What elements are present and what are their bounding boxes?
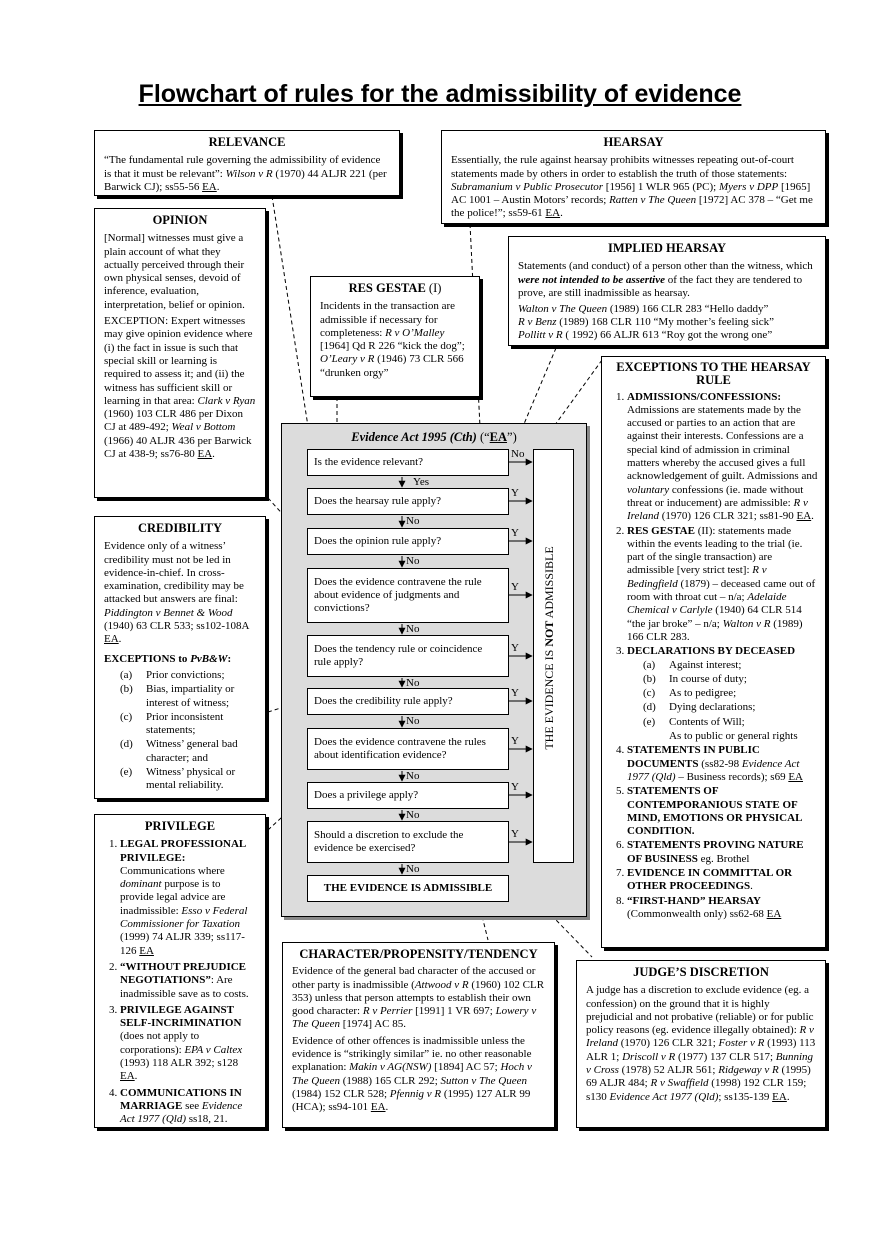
admissible-outcome: THE EVIDENCE IS ADMISSIBLE	[307, 875, 509, 902]
credibility-exception-item: (b)Bias, impartiality or interest of wit…	[120, 683, 235, 709]
question-opinion: Does the opinion rule apply?	[307, 528, 509, 555]
judge-discretion-text: A judge has a discretion to exclude evid…	[586, 984, 816, 1103]
page-title: Flowchart of rules for the admissibility…	[138, 80, 742, 108]
implied-hearsay-case: Walton v The Queen (1989) 166 CLR 283 “H…	[518, 303, 769, 316]
question-hearsay: Does the hearsay rule apply?	[307, 488, 509, 515]
relevance-box: RELEVANCE “The fundamental rule governin…	[94, 130, 400, 196]
label-no: No	[406, 677, 420, 689]
label-no: No	[406, 515, 420, 527]
question-identification: Does the evidence contravene the rules a…	[307, 728, 509, 770]
question-tendency: Does the tendency rule or coincidence ru…	[307, 635, 509, 677]
judge-discretion-heading: JUDGE’S DISCRETION	[633, 965, 769, 979]
implied-hearsay-box: IMPLIED HEARSAY Statements (and conduct)…	[508, 236, 826, 346]
declaration-item: (b)In course of duty;	[643, 672, 747, 685]
exception-item: STATEMENTS OF CONTEMPORANIOUS STATE OF M…	[627, 785, 818, 838]
question-privilege: Does a privilege apply?	[307, 782, 509, 809]
implied-hearsay-case: R v Benz (1989) 168 CLR 110 “My mother’s…	[518, 316, 775, 329]
not-admissible-box: THE EVIDENCE IS NOT ADMISSIBLE	[533, 449, 574, 863]
flow-arrows	[398, 458, 533, 875]
declaration-item: (e)Contents of Will;	[643, 715, 745, 728]
privilege-box: PRIVILEGE LEGAL PROFESSIONAL PRIVILEGE: …	[94, 814, 266, 1128]
label-y: Y	[511, 828, 519, 840]
credibility-text: Evidence only of a witness’ credibility …	[104, 540, 249, 646]
label-no: No	[511, 448, 525, 460]
label-y: Y	[511, 527, 519, 539]
evidence-act-flow: Evidence Act 1995 (Cth) (“EA”) Is the ev…	[281, 423, 587, 917]
opinion-heading: OPINION	[152, 213, 208, 227]
implied-hearsay-text: Statements (and conduct) of a person oth…	[518, 260, 813, 299]
relevance-text: “The fundamental rule governing the admi…	[104, 154, 387, 193]
opinion-para1: [Normal] witnesses must give a plain acc…	[104, 232, 245, 311]
res-gestae-text: Incidents in the transaction are admissi…	[320, 300, 465, 379]
line-relevance	[271, 195, 313, 453]
label-y: Y	[511, 735, 519, 747]
declaration-item: (c)As to pedigree;	[643, 687, 737, 700]
label-no: No	[406, 555, 420, 567]
character-heading: CHARACTER/PROPENSITY/TENDENCY	[299, 947, 538, 961]
exception-item: ADMISSIONS/CONFESSIONS: Admissions are s…	[627, 391, 818, 524]
privilege-item: LEGAL PROFESSIONAL PRIVILEGE: Communicat…	[120, 838, 256, 958]
privilege-item: “WITHOUT PREJUDICE NEGOTIATIONS”: Are in…	[120, 961, 256, 1001]
label-no: No	[406, 715, 420, 727]
label-y: Y	[511, 581, 519, 593]
credibility-exception-item: (a)Prior convictions;	[120, 668, 225, 681]
privilege-item: PRIVILEGE AGAINST SELF-INCRIMINATION (do…	[120, 1004, 256, 1084]
relevance-heading: RELEVANCE	[208, 135, 286, 149]
exception-item: STATEMENTS PROVING NATURE OF BUSINESS eg…	[627, 839, 818, 866]
label-no: No	[406, 863, 420, 875]
exception-item: DECLARATIONS BY DECEASED (a)Against inte…	[627, 645, 818, 743]
implied-hearsay-heading: IMPLIED HEARSAY	[608, 241, 726, 255]
implied-hearsay-case: Pollitt v R ( 1992) 66 ALJR 613 “Roy got…	[518, 329, 773, 342]
label-no: No	[406, 809, 420, 821]
privilege-heading: PRIVILEGE	[144, 819, 216, 833]
label-y: Y	[511, 642, 519, 654]
evidence-act-title: Evidence Act 1995 (Cth) (“EA”)	[351, 430, 517, 444]
declaration-item: (a)Against interest;	[643, 658, 742, 671]
hearsay-box: HEARSAY Essentially, the rule against he…	[441, 130, 826, 224]
res-gestae-heading: RES GESTAE (I)	[348, 281, 442, 295]
res-gestae-box: RES GESTAE (I) Incidents in the transact…	[310, 276, 480, 397]
question-judgments: Does the evidence contravene the rule ab…	[307, 568, 509, 623]
label-y: Y	[511, 487, 519, 499]
exception-item: STATEMENTS IN PUBLIC DOCUMENTS (ss82-98 …	[627, 744, 818, 784]
privilege-item: COMMUNICATIONS IN MARRIAGE see Evidence …	[120, 1087, 256, 1127]
declaration-item: (d)Dying declarations;	[643, 701, 756, 714]
opinion-box: OPINION [Normal] witnesses must give a p…	[94, 208, 266, 498]
credibility-box: CREDIBILITY Evidence only of a witness’ …	[94, 516, 266, 799]
hearsay-heading: HEARSAY	[603, 135, 664, 149]
character-box: CHARACTER/PROPENSITY/TENDENCY Evidence o…	[282, 942, 555, 1128]
credibility-exceptions-heading: EXCEPTIONS to PvB&W:	[104, 652, 232, 665]
exception-item: RES GESTAE (II): statements made within …	[627, 525, 818, 645]
credibility-exception-item: (c)Prior inconsistent statements;	[120, 710, 224, 737]
question-discretion: Should a discretion to exclude the evide…	[307, 821, 509, 863]
credibility-exception-item: (d)Witness’ general bad character; and	[120, 738, 238, 764]
question-relevant: Is the evidence relevant?	[307, 449, 509, 476]
exception-item: EVIDENCE IN COMMITTAL OR OTHER PROCEEDIN…	[627, 867, 818, 894]
label-yes: Yes	[413, 476, 430, 488]
hearsay-text: Essentially, the rule against hearsay pr…	[451, 154, 813, 220]
label-no: No	[406, 770, 420, 782]
credibility-heading: CREDIBILITY	[137, 521, 223, 535]
label-y: Y	[511, 687, 519, 699]
opinion-exception: EXCEPTION: Expert witnesses may give opi…	[104, 315, 256, 461]
exception-item: “FIRST-HAND” HEARSAY (Commonwealth only)…	[627, 895, 818, 922]
hearsay-exceptions-box: EXCEPTIONS TO THE HEARSAY RULE ADMISSION…	[601, 356, 826, 948]
judge-discretion-box: JUDGE’S DISCRETION A judge has a discret…	[576, 960, 826, 1128]
character-para2: Evidence of other offences is inadmissib…	[292, 1034, 532, 1114]
question-credibility: Does the credibility rule apply?	[307, 688, 509, 715]
declaration-item: As to public or general rights	[669, 730, 798, 743]
character-para1: Evidence of the general bad character of…	[292, 965, 545, 1031]
label-no: No	[406, 623, 420, 635]
label-y: Y	[511, 781, 519, 793]
credibility-exception-item: (e)Witness’ physical or mental reliabili…	[120, 766, 236, 792]
hearsay-exceptions-heading: EXCEPTIONS TO THE HEARSAY RULE	[616, 360, 811, 388]
